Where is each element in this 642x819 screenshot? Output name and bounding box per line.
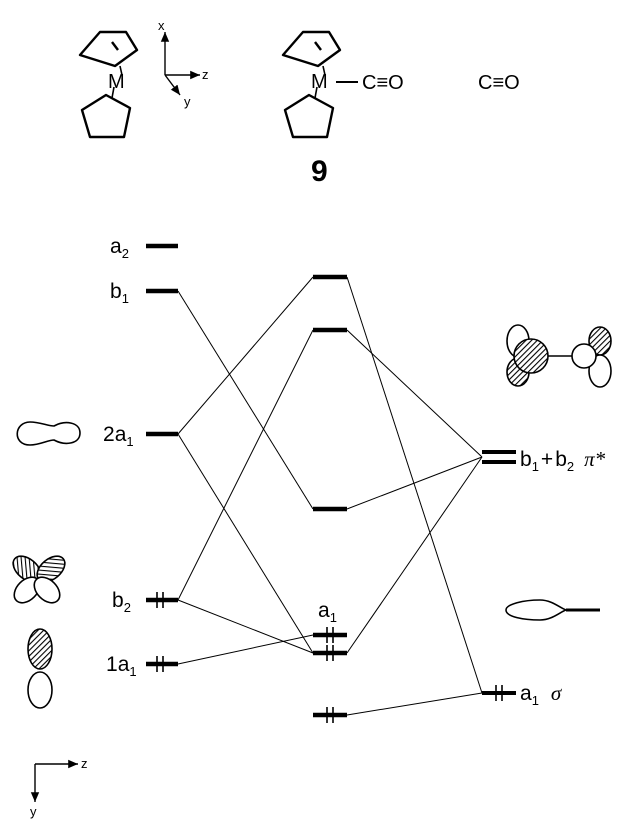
- axis-x-label: x: [158, 18, 165, 33]
- orbital-1a1-shape: [27, 628, 53, 709]
- left-levels: [146, 243, 178, 667]
- orbital-b2-shape: [12, 555, 66, 604]
- label-middle-a1: a1: [318, 599, 337, 625]
- metallocene-structure: [78, 30, 139, 139]
- metallocene-carbonyl-structure: [281, 30, 358, 139]
- right-levels: [482, 450, 516, 695]
- left-electrons: [156, 592, 164, 672]
- metal-label: M: [108, 71, 125, 93]
- right-electrons: [495, 685, 503, 701]
- orbital-2a1-shape: [16, 421, 81, 446]
- axis-y-label: y: [184, 94, 191, 109]
- label-a2: a2: [110, 235, 129, 261]
- axis-y-label-bottom: y: [30, 804, 37, 819]
- label-2a1: 2a1: [103, 423, 134, 449]
- label-1a1: 1a1: [106, 653, 137, 679]
- coordinate-axes-bottom: [30, 759, 78, 802]
- axis-z-label: z: [202, 67, 209, 82]
- orbital-pi-star-shape: [506, 324, 612, 388]
- middle-levels: [313, 274, 347, 718]
- metal-label-2: M: [311, 71, 328, 93]
- axis-z-label-bottom: z: [81, 756, 88, 771]
- co-ligand-label: C≡O: [362, 72, 404, 94]
- orbital-sigma-shape: [505, 599, 600, 621]
- coordinate-axes-top: [160, 32, 200, 96]
- middle-electrons: [326, 627, 334, 723]
- label-b2: b2: [112, 589, 131, 615]
- free-co-label: C≡O: [478, 72, 520, 94]
- compound-number: 9: [311, 155, 328, 188]
- correlation-lines: [177, 276, 483, 716]
- label-b1: b1: [110, 280, 129, 306]
